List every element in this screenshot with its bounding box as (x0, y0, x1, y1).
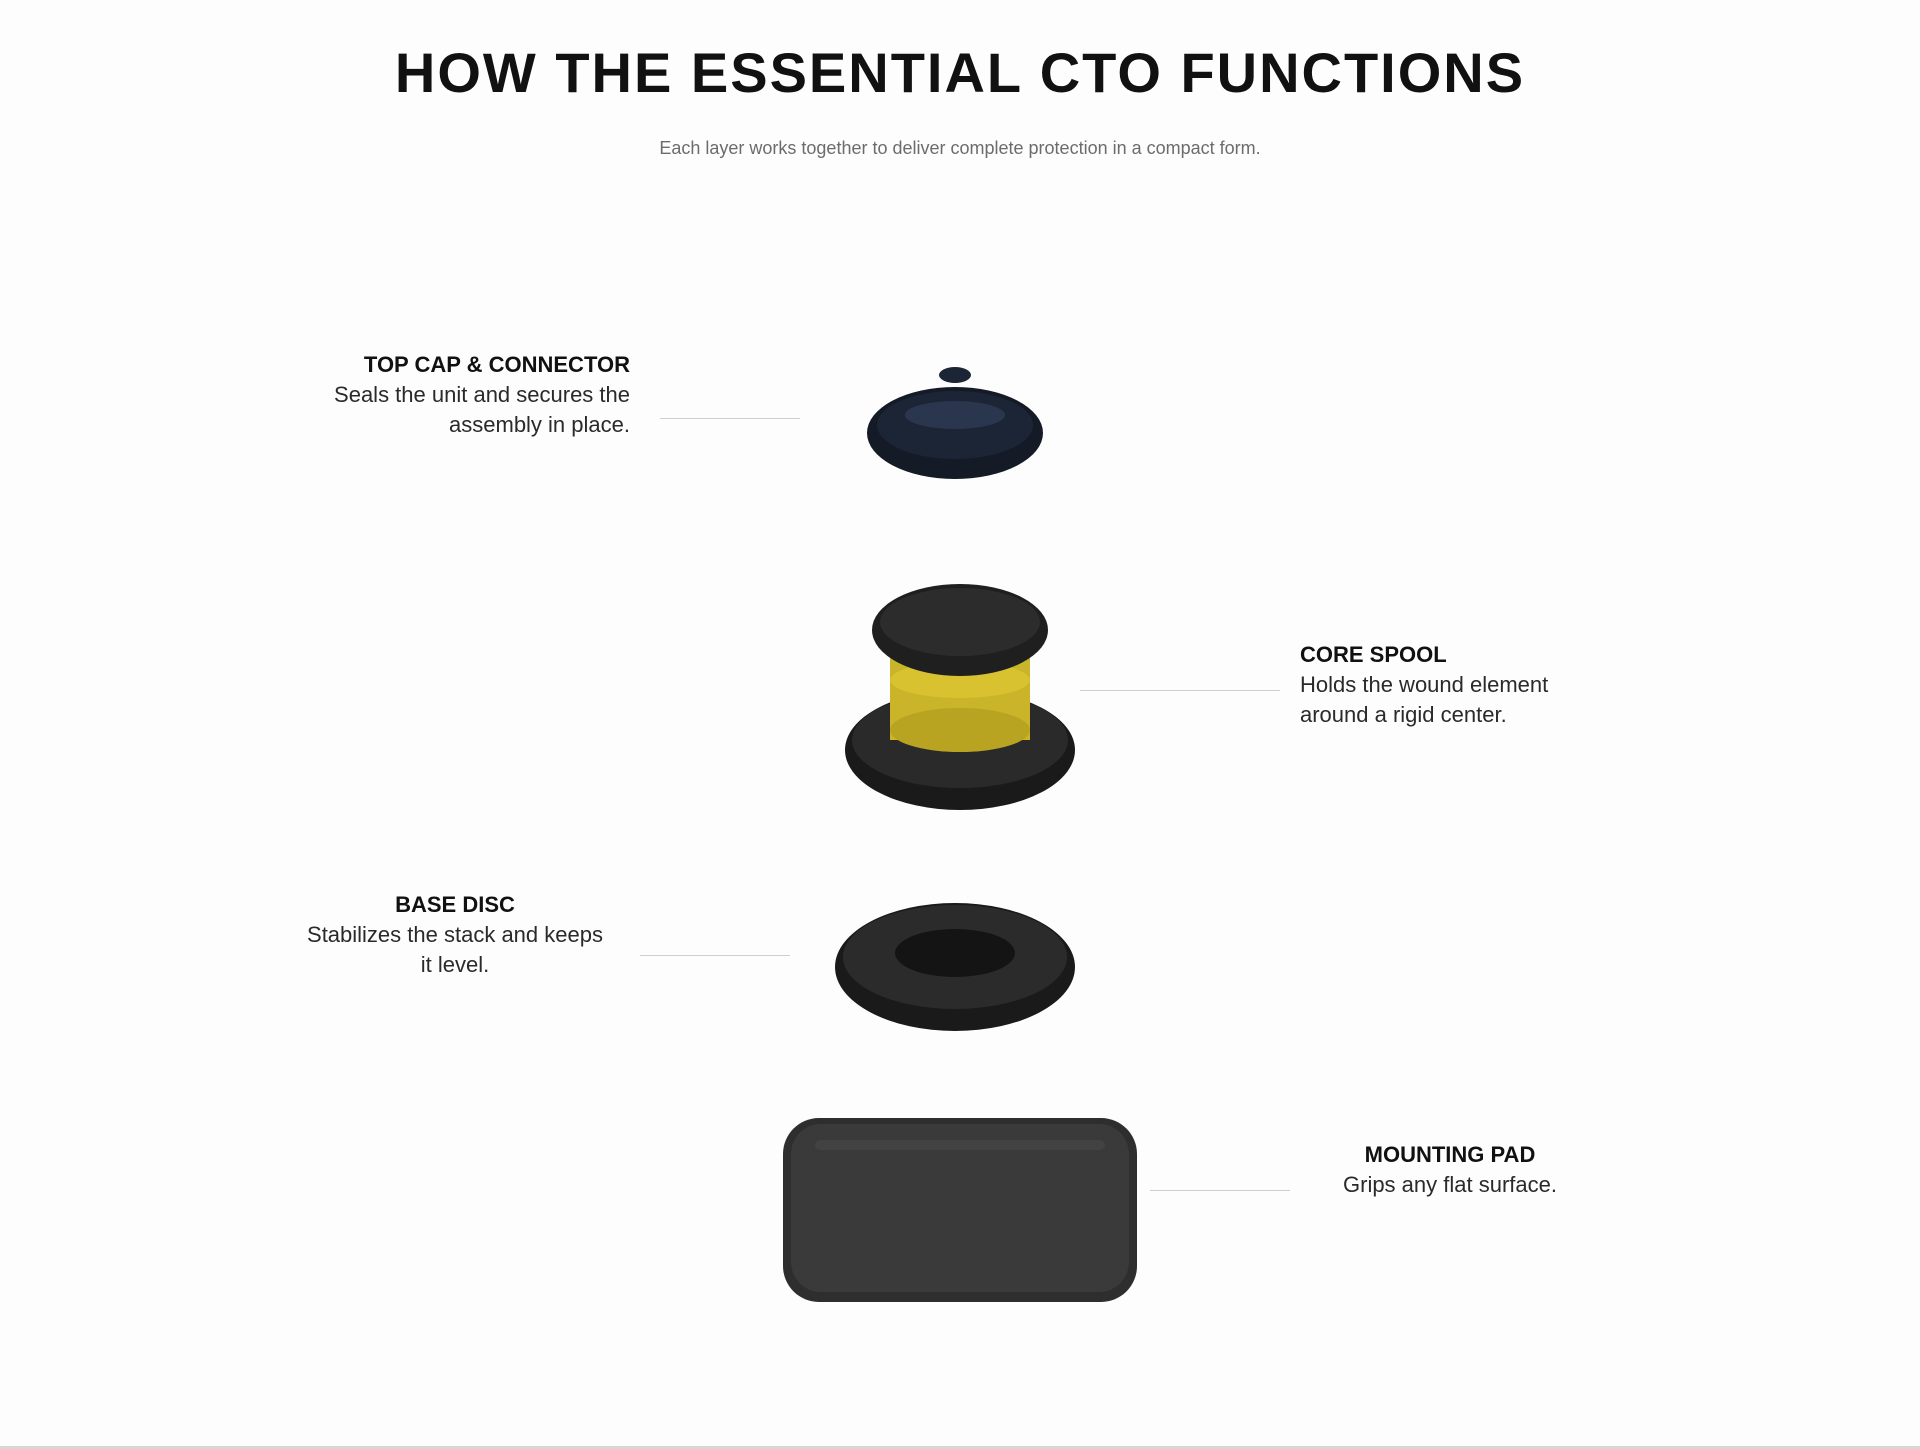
leader-line-base-disc (640, 955, 790, 956)
page-bottom-divider (0, 1446, 1920, 1449)
cap-component-icon (860, 355, 1050, 485)
spool-component-icon (840, 570, 1080, 815)
callout-pad: MOUNTING PAD Grips any flat surface. (1300, 1140, 1600, 1200)
leader-line-spool (1080, 690, 1280, 691)
disc-component-icon (830, 885, 1080, 1035)
callout-top-cap: TOP CAP & CONNECTOR Seals the unit and s… (300, 350, 630, 440)
callout-pad-body: Grips any flat surface. (1343, 1172, 1557, 1197)
page-title: HOW THE ESSENTIAL CTO FUNCTIONS (394, 41, 1526, 104)
callout-spool-heading: CORE SPOOL (1300, 642, 1447, 667)
callout-top-cap-body: Seals the unit and secures the assembly … (334, 382, 630, 437)
callout-base-disc: BASE DISC Stabilizes the stack and keeps… (300, 890, 610, 980)
leader-line-pad (1150, 1190, 1290, 1191)
callout-spool-body: Holds the wound element around a rigid c… (1300, 672, 1549, 727)
callout-pad-heading: MOUNTING PAD (1364, 1142, 1536, 1167)
pad-component-icon (775, 1110, 1145, 1310)
page-subtitle: Each layer works together to deliver com… (659, 138, 1261, 158)
callout-base-disc-heading: BASE DISC (395, 892, 515, 917)
leader-line-top-cap (660, 418, 800, 419)
callout-spool: CORE SPOOL Holds the wound element aroun… (1300, 640, 1610, 730)
callout-base-disc-body: Stabilizes the stack and keeps it level. (307, 922, 603, 977)
callout-top-cap-heading: TOP CAP & CONNECTOR (363, 352, 630, 377)
